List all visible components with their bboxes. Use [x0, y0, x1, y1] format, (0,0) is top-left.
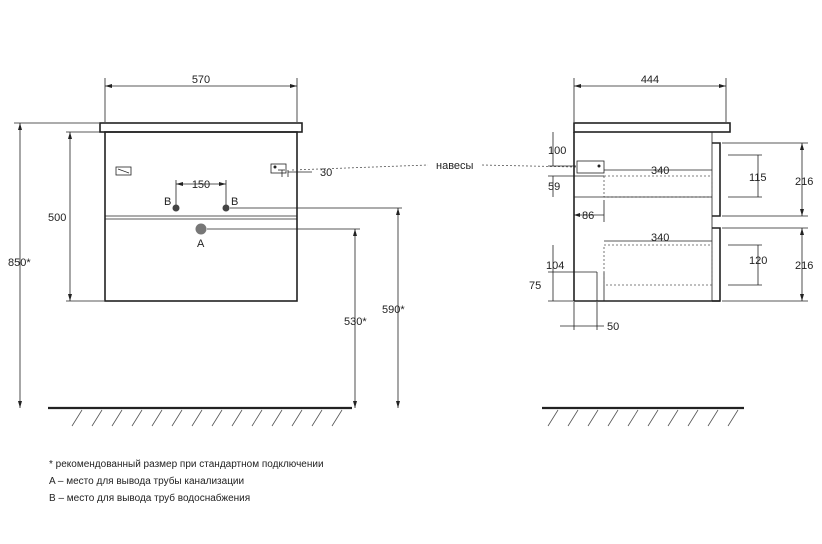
dim-100-label: 100 — [548, 145, 566, 157]
pipe-spacing-label: 150 — [192, 179, 210, 191]
label-b-left: B — [164, 196, 171, 208]
note-recommended: * рекомендованный размер при стандартном… — [49, 459, 324, 470]
front-countertop — [99, 122, 303, 133]
height-530-label: 530* — [344, 316, 367, 328]
side-countertop — [573, 122, 731, 133]
label-b-right: B — [231, 196, 238, 208]
side-view: 444 100 59 86 340 340 104 75 50 — [529, 74, 813, 427]
dim-75-label: 75 — [529, 280, 541, 292]
bottom-drawer-box — [603, 244, 713, 286]
dim-216-bottom-label: 216 — [795, 260, 813, 272]
bottom-drawer-front — [712, 227, 721, 302]
front-view: 570 500 850* 150 B B A 30 — [8, 74, 405, 427]
front-height-label: 500 — [48, 212, 66, 224]
offset-30-label: 30 — [320, 167, 332, 179]
floor-hatch-left — [71, 409, 343, 427]
drain-pipe-marker — [195, 223, 207, 235]
top-drawer-box — [603, 175, 713, 198]
front-hanger-right-icon — [270, 163, 287, 174]
side-depth-label: 444 — [641, 74, 659, 86]
front-cabinet-body — [104, 131, 298, 302]
note-b: B – место для вывода труб водоснабжения — [49, 493, 251, 504]
dim-115-label: 115 — [749, 172, 767, 184]
dim-50-label: 50 — [607, 321, 619, 333]
total-height-label: 850* — [8, 257, 31, 269]
front-width-label: 570 — [192, 74, 210, 86]
side-hanger-icon — [576, 160, 605, 174]
dim-104-label: 104 — [546, 260, 564, 272]
dim-340-top-label: 340 — [651, 165, 669, 177]
dim-340-bottom-label: 340 — [651, 232, 669, 244]
water-pipe-left-marker — [172, 204, 180, 212]
front-hanger-left-icon — [115, 166, 132, 176]
top-drawer-front — [712, 142, 721, 217]
dim-216-top-label: 216 — [795, 176, 813, 188]
note-a: A – место для вывода трубы канализации — [49, 476, 245, 487]
dim-120-label: 120 — [749, 255, 767, 267]
hangers-label: навесы — [436, 160, 474, 172]
floor-hatch-right — [547, 409, 739, 427]
height-590-label: 590* — [382, 304, 405, 316]
label-a: A — [197, 238, 205, 250]
water-pipe-right-marker — [222, 204, 230, 212]
dim-59-label: 59 — [548, 181, 560, 193]
dim-86-label: 86 — [582, 210, 594, 222]
